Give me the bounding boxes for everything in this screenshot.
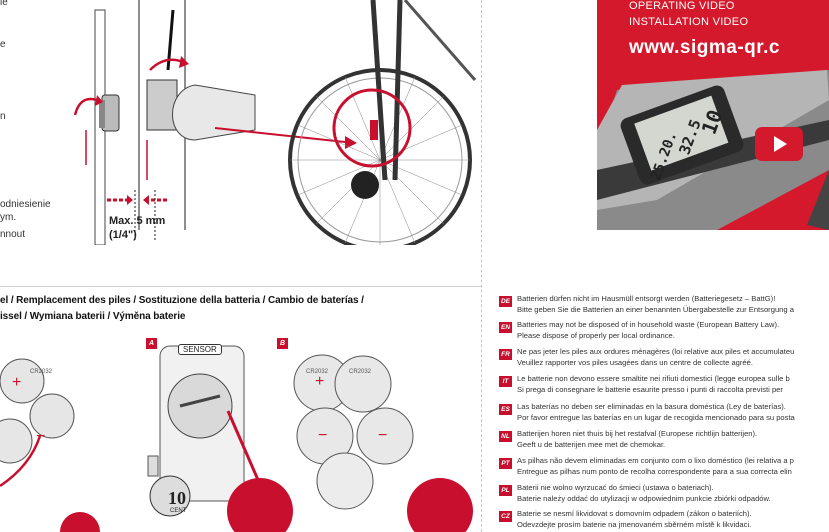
zoom-bubble-b: [407, 478, 473, 532]
lang-code-pl: PL: [499, 485, 512, 496]
minus-sign-1: −: [318, 427, 328, 444]
sensor-installation-illustration: [73, 0, 477, 245]
coin-cell-b-2: [334, 355, 392, 413]
rotate-arrow-left: [73, 97, 98, 116]
disposal-text-cz: Baterie se nesmí likvidovat s domovním o…: [517, 508, 752, 530]
disposal-de-line2: Bitte geben Sie die Batterien an einer b…: [517, 305, 794, 314]
lang-code-fr: FR: [499, 349, 512, 360]
disposal-nl-line1: Batterijen horen niet thuis bij het rest…: [517, 429, 758, 438]
disposal-cz-line1: Baterie se nesmí likvidovat s domovním o…: [517, 509, 752, 518]
coin-cell-left-1: [0, 358, 45, 404]
disposal-en-line1: Batteries may not be disposed of in hous…: [517, 320, 780, 329]
disposal-notice-de: DE Batterien dürfen nicht im Hausmüll en…: [499, 293, 829, 317]
disposal-it-line2: Si prega di consegnare le batterie esaur…: [517, 385, 783, 394]
disposal-en-line2: Please dispose of properly per local ord…: [517, 331, 675, 340]
disposal-text-it: Le batterie non devono essere smaltite n…: [517, 373, 790, 395]
disposal-pl-line1: Baterii nie wolno wyrzucać do śmieci (us…: [517, 483, 714, 492]
disposal-notice-cz: CZ Baterie se nesmí likvidovat s domovní…: [499, 508, 829, 532]
disposal-text-en: Batteries may not be disposed of in hous…: [517, 319, 779, 341]
disposal-nl-line2: Geeft u de batterijen mee met de chemoka…: [517, 440, 666, 449]
coin-cell-label-2: CR2032: [349, 369, 372, 375]
pointer-arrow: [214, 127, 346, 143]
lang-code-cz: CZ: [499, 511, 512, 522]
disposal-notice-pt: PT As pilhas não devem eliminadas em con…: [499, 455, 829, 479]
sensor-large: [146, 79, 178, 131]
left-snippet-2: e: [0, 39, 6, 50]
disposal-fr-line1: Ne pas jeter les piles aux ordures ménag…: [517, 347, 795, 356]
minus-sign-3: −: [36, 428, 46, 445]
plus-sign-1: +: [315, 373, 325, 390]
disposal-de-line1: Batterien dürfen nicht im Hausmüll entso…: [517, 294, 776, 303]
lang-code-de: DE: [499, 296, 512, 307]
zoom-bubble-a: [227, 478, 293, 532]
coin-cell-label-1: CR2032: [306, 369, 329, 375]
coin-cell-label-3: CR2032: [30, 369, 53, 375]
column-divider: [481, 0, 482, 532]
lang-code-it: IT: [499, 376, 512, 387]
step-tag-a: A: [146, 338, 157, 349]
step-tag-b: B: [277, 338, 288, 349]
section-divider-horizontal: [0, 286, 481, 287]
left-snippet-4: odniesienie: [0, 199, 51, 210]
disposal-notice-en: EN Batteries may not be disposed of in h…: [499, 319, 829, 343]
left-snippet-1: ie: [0, 0, 8, 8]
disposal-es-line1: Las baterías no deben ser eliminadas en …: [517, 402, 786, 411]
coin-cell-left-2: [29, 393, 75, 439]
disposal-pt-line2: Entregue as pilhas num ponto de recolha …: [517, 467, 792, 476]
play-icon: [774, 136, 787, 152]
lang-code-pt: PT: [499, 458, 512, 469]
video-panel[interactable]: 10 32.5 25.20. OPERATING VIDEO INSTALLAT…: [597, 0, 829, 230]
left-snippet-6: nnout: [0, 229, 26, 240]
disposal-text-pt: As pilhas não devem eliminadas em conjun…: [517, 455, 794, 477]
left-snippet-3: n: [0, 111, 6, 122]
disposal-text-fr: Ne pas jeter les piles aux ordures ménag…: [517, 346, 794, 368]
battery-header-line2: issel / Wymiana baterii / Výměna baterie: [0, 311, 186, 322]
disposal-notice-pl: PL Baterii nie wolno wyrzucać do śmieci …: [499, 482, 829, 506]
lang-code-en: EN: [499, 322, 512, 333]
disposal-notice-it: IT Le batterie non devono essere smaltit…: [499, 373, 829, 397]
disposal-it-line1: Le batterie non devono essere smaltite n…: [517, 374, 790, 383]
disposal-text-pl: Baterii nie wolno wyrzucać do śmieci (us…: [517, 482, 771, 504]
plus-sign-2: +: [12, 374, 22, 391]
disposal-fr-line2: Veuillez rapporter vos piles usagées dan…: [517, 358, 753, 367]
disposal-text-nl: Batterijen horen niet thuis bij het rest…: [517, 428, 757, 450]
disposal-pt-line1: As pilhas não devem eliminadas em conjun…: [517, 456, 794, 465]
play-button[interactable]: [755, 127, 803, 161]
video-link-operating[interactable]: OPERATING VIDEO: [629, 0, 735, 12]
disposal-text-es: Las baterías no deben ser eliminadas en …: [517, 401, 795, 423]
video-url[interactable]: www.sigma-qr.c: [629, 37, 780, 58]
coin-value: 10: [168, 488, 186, 508]
lang-code-nl: NL: [499, 431, 512, 442]
disposal-pl-line2: Baterie należy oddać do utylizacji w odp…: [517, 494, 771, 503]
disposal-notice-fr: FR Ne pas jeter les piles aux ordures mé…: [499, 346, 829, 370]
sensor-label: SENSOR: [178, 344, 222, 355]
max-gap-value: Max. 5 mm: [109, 215, 166, 227]
coin-unit: CENT: [170, 508, 187, 514]
left-snippet-5: ym.: [0, 212, 17, 223]
max-gap-label: Max. 5 mm (1/4"): [109, 214, 165, 242]
lang-code-es: ES: [499, 404, 512, 415]
battery-replacement-illustration: [0, 345, 473, 532]
disposal-notice-es: ES Las baterías no deben ser eliminadas …: [499, 401, 829, 425]
rotate-arrow-main: [149, 58, 184, 71]
disposal-text-de: Batterien dürfen nicht im Hausmüll entso…: [517, 293, 794, 315]
disposal-notice-nl: NL Batterijen horen niet thuis bij het r…: [499, 428, 829, 452]
max-gap-inch: (1/4"): [109, 229, 137, 241]
battery-header-line1: el / Remplacement des piles / Sostituzio…: [0, 295, 364, 306]
video-link-installation[interactable]: INSTALLATION VIDEO: [629, 16, 749, 28]
highlight-circle: [332, 88, 412, 168]
disposal-es-line2: Por favor entregue las baterías en un lu…: [517, 413, 795, 422]
disposal-cz-line2: Odevzdejte prosím baterie na jmenovaném …: [517, 520, 752, 529]
minus-sign-2: −: [378, 427, 388, 444]
